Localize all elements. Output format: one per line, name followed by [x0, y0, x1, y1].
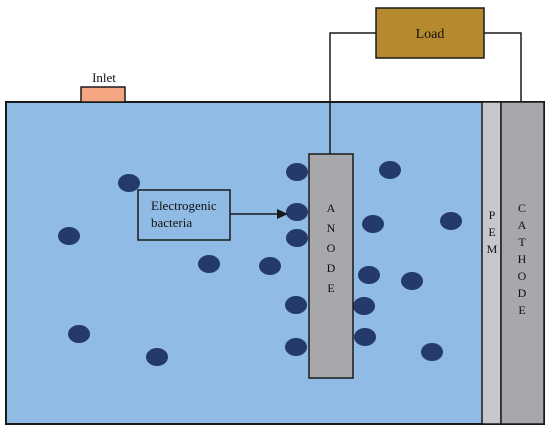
electrogenic-label-line2: bacteria [151, 215, 192, 230]
anode-electrode [308, 153, 354, 379]
electrogenic-label-line1: Electrogenic [151, 198, 217, 213]
bacterium [354, 328, 376, 346]
cathode-letter: D [518, 286, 527, 300]
bacterium [440, 212, 462, 230]
bacterium [362, 215, 384, 233]
anode-letter: A [327, 201, 336, 215]
bacterium [68, 325, 90, 343]
cathode-letter: H [518, 252, 527, 266]
cathode-letter: T [518, 235, 526, 249]
bacterium [146, 348, 168, 366]
load-label: Load [416, 27, 445, 42]
electrogenic-label-box [137, 189, 231, 241]
load-box [375, 7, 485, 59]
bacterium [259, 257, 281, 275]
pem-letter: P [489, 208, 496, 222]
bacteria-group [58, 161, 462, 366]
bacterium [358, 266, 380, 284]
bacterium [285, 296, 307, 314]
bacterium [286, 229, 308, 247]
bacterium [286, 203, 308, 221]
cathode-letter: E [518, 303, 525, 317]
bacterium [401, 272, 423, 290]
anode-label: A N O D E [327, 201, 336, 295]
bacterium [58, 227, 80, 245]
anode-letter: E [327, 281, 334, 295]
pem-letter: M [487, 242, 498, 256]
cathode-letter: A [518, 218, 527, 232]
anode-letter: N [327, 221, 336, 235]
anode-letter: O [327, 241, 336, 255]
inlet-label: Inlet [92, 70, 116, 85]
bacterium [285, 338, 307, 356]
cathode-label: C A T H O D E [518, 201, 527, 317]
bacterium [379, 161, 401, 179]
anode-letter: D [327, 261, 336, 275]
bacterium [286, 163, 308, 181]
cathode-letter: C [518, 201, 526, 215]
pem-membrane [481, 101, 502, 425]
cathode-wire [484, 32, 522, 102]
pem-label: P E M [487, 208, 498, 256]
pem-letter: E [488, 225, 495, 239]
cathode-electrode [500, 101, 545, 425]
bacterium [353, 297, 375, 315]
bacterium [198, 255, 220, 273]
inlet-port [80, 86, 126, 103]
bacterium [118, 174, 140, 192]
anode-wire [329, 32, 376, 154]
cathode-letter: O [518, 269, 527, 283]
callout-arrow-head [277, 209, 288, 219]
bacterium [421, 343, 443, 361]
